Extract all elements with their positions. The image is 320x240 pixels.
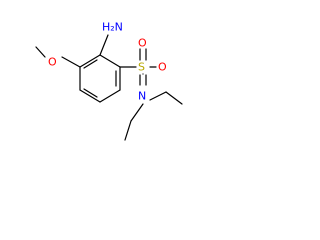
- bond-n-ethyl-right-1: [149, 91, 167, 101]
- atom-label-o-top: O: [138, 37, 147, 50]
- bond-c-o-methoxy: [61, 56, 81, 68]
- atom-label-nh2: H₂N: [102, 21, 123, 34]
- bond-n-ethyl-left-1: [130, 103, 144, 122]
- bond-o-ch3: [35, 46, 46, 58]
- bond-n-ethyl-left-2: [124, 120, 132, 141]
- bond-ring-3: [99, 89, 121, 103]
- bond-n-ethyl-right-2: [165, 91, 183, 105]
- atom-label-s: S: [138, 61, 145, 74]
- atom-labels: H₂N O S O O N: [48, 21, 167, 103]
- atom-label-n-amide: N: [138, 90, 146, 103]
- bond-ring-6: [79, 54, 101, 68]
- bond-ring-inner-3: [83, 59, 98, 69]
- bond-c-nh2: [99, 34, 109, 56]
- molecule-structure: H₂N O S O O N: [35, 21, 183, 141]
- atom-label-o-bottom: O: [158, 61, 167, 74]
- bonds: [35, 34, 183, 141]
- atom-label-o-methoxy: O: [48, 56, 57, 69]
- bond-ring-4: [79, 89, 101, 103]
- bond-ring-1: [99, 54, 121, 68]
- bond-ring-inner-2: [83, 88, 98, 98]
